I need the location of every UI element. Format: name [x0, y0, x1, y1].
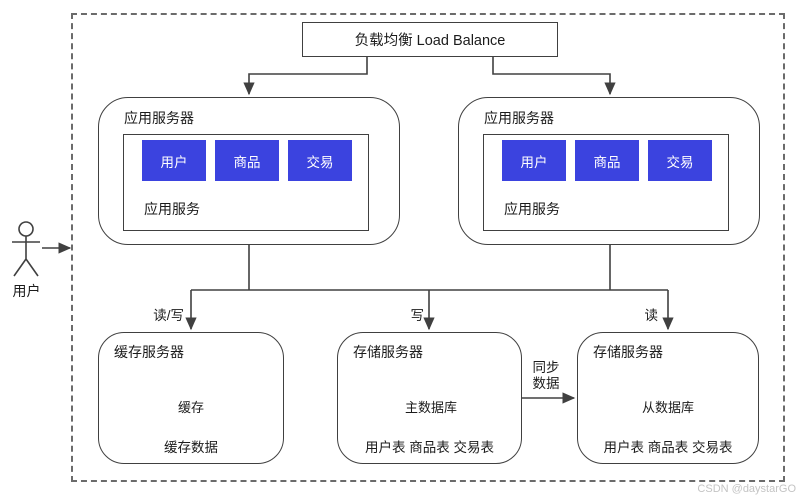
app-server-node-left: 应用服务器 用户 商品 交易 应用服务: [98, 97, 400, 245]
module-user: 用户: [502, 140, 566, 181]
cache-db-label: 缓存: [177, 400, 204, 415]
system-boundary: [71, 13, 785, 482]
app-server-title: 应用服务器: [124, 110, 194, 126]
master-storage-caption: 用户表 商品表 交易表: [364, 440, 494, 455]
slave-storage-title: 存储服务器: [593, 344, 663, 360]
module-user: 用户: [142, 140, 206, 181]
master-storage-title: 存储服务器: [353, 344, 423, 360]
edge-label-read-write: 读/写: [153, 308, 184, 323]
slave-storage-node: 存储服务器: [577, 332, 759, 464]
module-product: 商品: [575, 140, 639, 181]
edge-label-read: 读: [644, 308, 659, 323]
load-balancer-node: 负载均衡 Load Balance: [302, 22, 558, 57]
app-service-container: 用户 商品 交易 应用服务: [483, 134, 729, 231]
watermark: CSDN @daystarGO: [697, 483, 796, 495]
module-trade: 交易: [648, 140, 712, 181]
master-storage-node: 存储服务器: [337, 332, 522, 464]
slave-storage-caption: 用户表 商品表 交易表: [603, 440, 733, 455]
user-actor-label: 用户: [12, 283, 41, 299]
master-db-label: 主数据库: [404, 400, 457, 415]
app-service-container: 用户 商品 交易 应用服务: [123, 134, 369, 231]
edge-label-write: 写: [410, 308, 425, 323]
app-server-node-right: 应用服务器 用户 商品 交易 应用服务: [458, 97, 760, 245]
module-product: 商品: [215, 140, 279, 181]
app-server-title: 应用服务器: [484, 110, 554, 126]
edge-label-sync: 同步 数据: [532, 360, 560, 391]
slave-db-label: 从数据库: [641, 400, 694, 415]
load-balancer-label: 负载均衡 Load Balance: [354, 33, 506, 49]
module-trade: 交易: [288, 140, 352, 181]
arrow-lb-to-app-right: [492, 57, 616, 96]
cache-server-node: 缓存服务器: [98, 332, 284, 464]
app-service-label: 应用服务: [144, 201, 200, 217]
user-actor-icon: [12, 221, 40, 277]
app-service-label: 应用服务: [504, 201, 560, 217]
cache-server-title: 缓存服务器: [114, 344, 184, 360]
arrow-lb-to-app-left: [243, 57, 368, 96]
cache-server-caption: 缓存数据: [164, 440, 218, 455]
